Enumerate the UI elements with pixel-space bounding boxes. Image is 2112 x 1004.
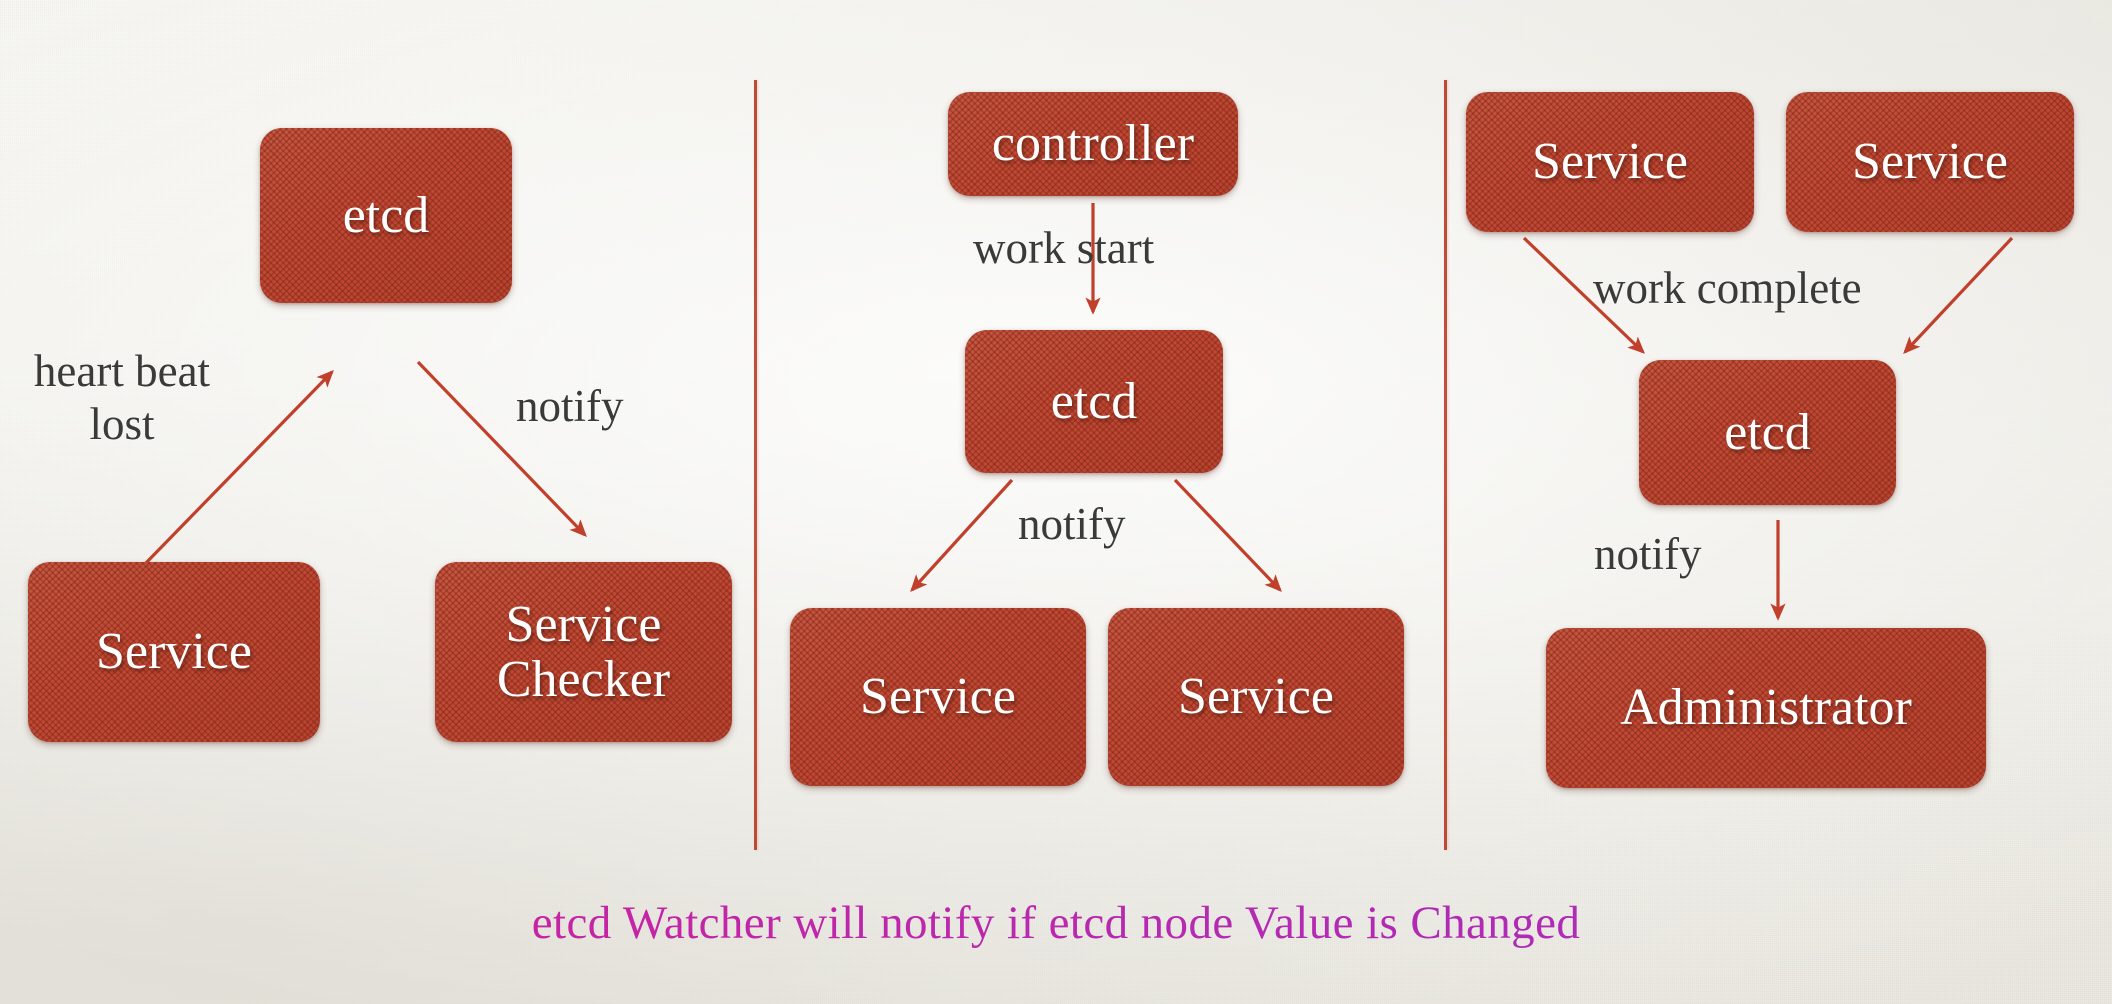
edge-label-heart-beat-lost-line2: lost — [89, 399, 155, 450]
node-right-service-2[interactable]: Service — [1786, 92, 2074, 232]
arrow-notify-mid-left — [910, 478, 1014, 593]
arrow-work-complete-right — [1903, 236, 2014, 355]
node-controller-label: controller — [991, 115, 1195, 173]
node-mid-service-2[interactable]: Service — [1108, 608, 1404, 786]
panel-divider-2 — [1444, 80, 1447, 850]
edge-label-heart-beat-lost-line1: heart beat — [33, 346, 211, 396]
node-mid-etcd[interactable]: etcd — [965, 330, 1223, 473]
edge-label-heart-beat-lost: heart beat lost — [8, 345, 236, 451]
edge-label-notify-mid: notify — [1018, 499, 1126, 549]
panel-divider-1 — [754, 80, 757, 850]
node-administrator[interactable]: Administrator — [1546, 628, 1986, 788]
edge-label-work-start: work start — [973, 223, 1155, 273]
node-left-service-checker-label: Service Checker — [497, 597, 670, 707]
diagram-caption: etcd Watcher will notify if etcd node Va… — [0, 896, 2112, 950]
arrow-notify-mid-right — [1173, 478, 1282, 592]
node-left-service-label: Service — [96, 623, 252, 681]
node-mid-service-2-label: Service — [1178, 668, 1334, 726]
node-right-etcd-label: etcd — [1724, 403, 1811, 461]
node-left-service-checker-label-line1: Service — [505, 595, 662, 653]
edge-label-notify-right: notify — [1594, 529, 1702, 579]
node-left-service[interactable]: Service — [28, 562, 320, 742]
edge-label-notify-left: notify — [516, 381, 624, 431]
node-mid-etcd-label: etcd — [1050, 372, 1138, 430]
node-controller[interactable]: controller — [948, 92, 1238, 196]
node-right-service-2-label: Service — [1852, 133, 2008, 191]
node-left-etcd-label: etcd — [342, 186, 430, 244]
edge-label-work-complete: work complete — [1593, 263, 1862, 313]
node-left-etcd[interactable]: etcd — [260, 128, 512, 303]
node-mid-service-1[interactable]: Service — [790, 608, 1086, 786]
node-right-etcd[interactable]: etcd — [1639, 360, 1896, 505]
node-administrator-label: Administrator — [1620, 679, 1912, 737]
node-mid-service-1-label: Service — [860, 668, 1016, 726]
node-left-service-checker-label-line2: Checker — [496, 651, 671, 708]
node-right-service-1[interactable]: Service — [1466, 92, 1754, 232]
node-left-service-checker[interactable]: Service Checker — [435, 562, 732, 742]
node-right-service-1-label: Service — [1532, 133, 1688, 191]
